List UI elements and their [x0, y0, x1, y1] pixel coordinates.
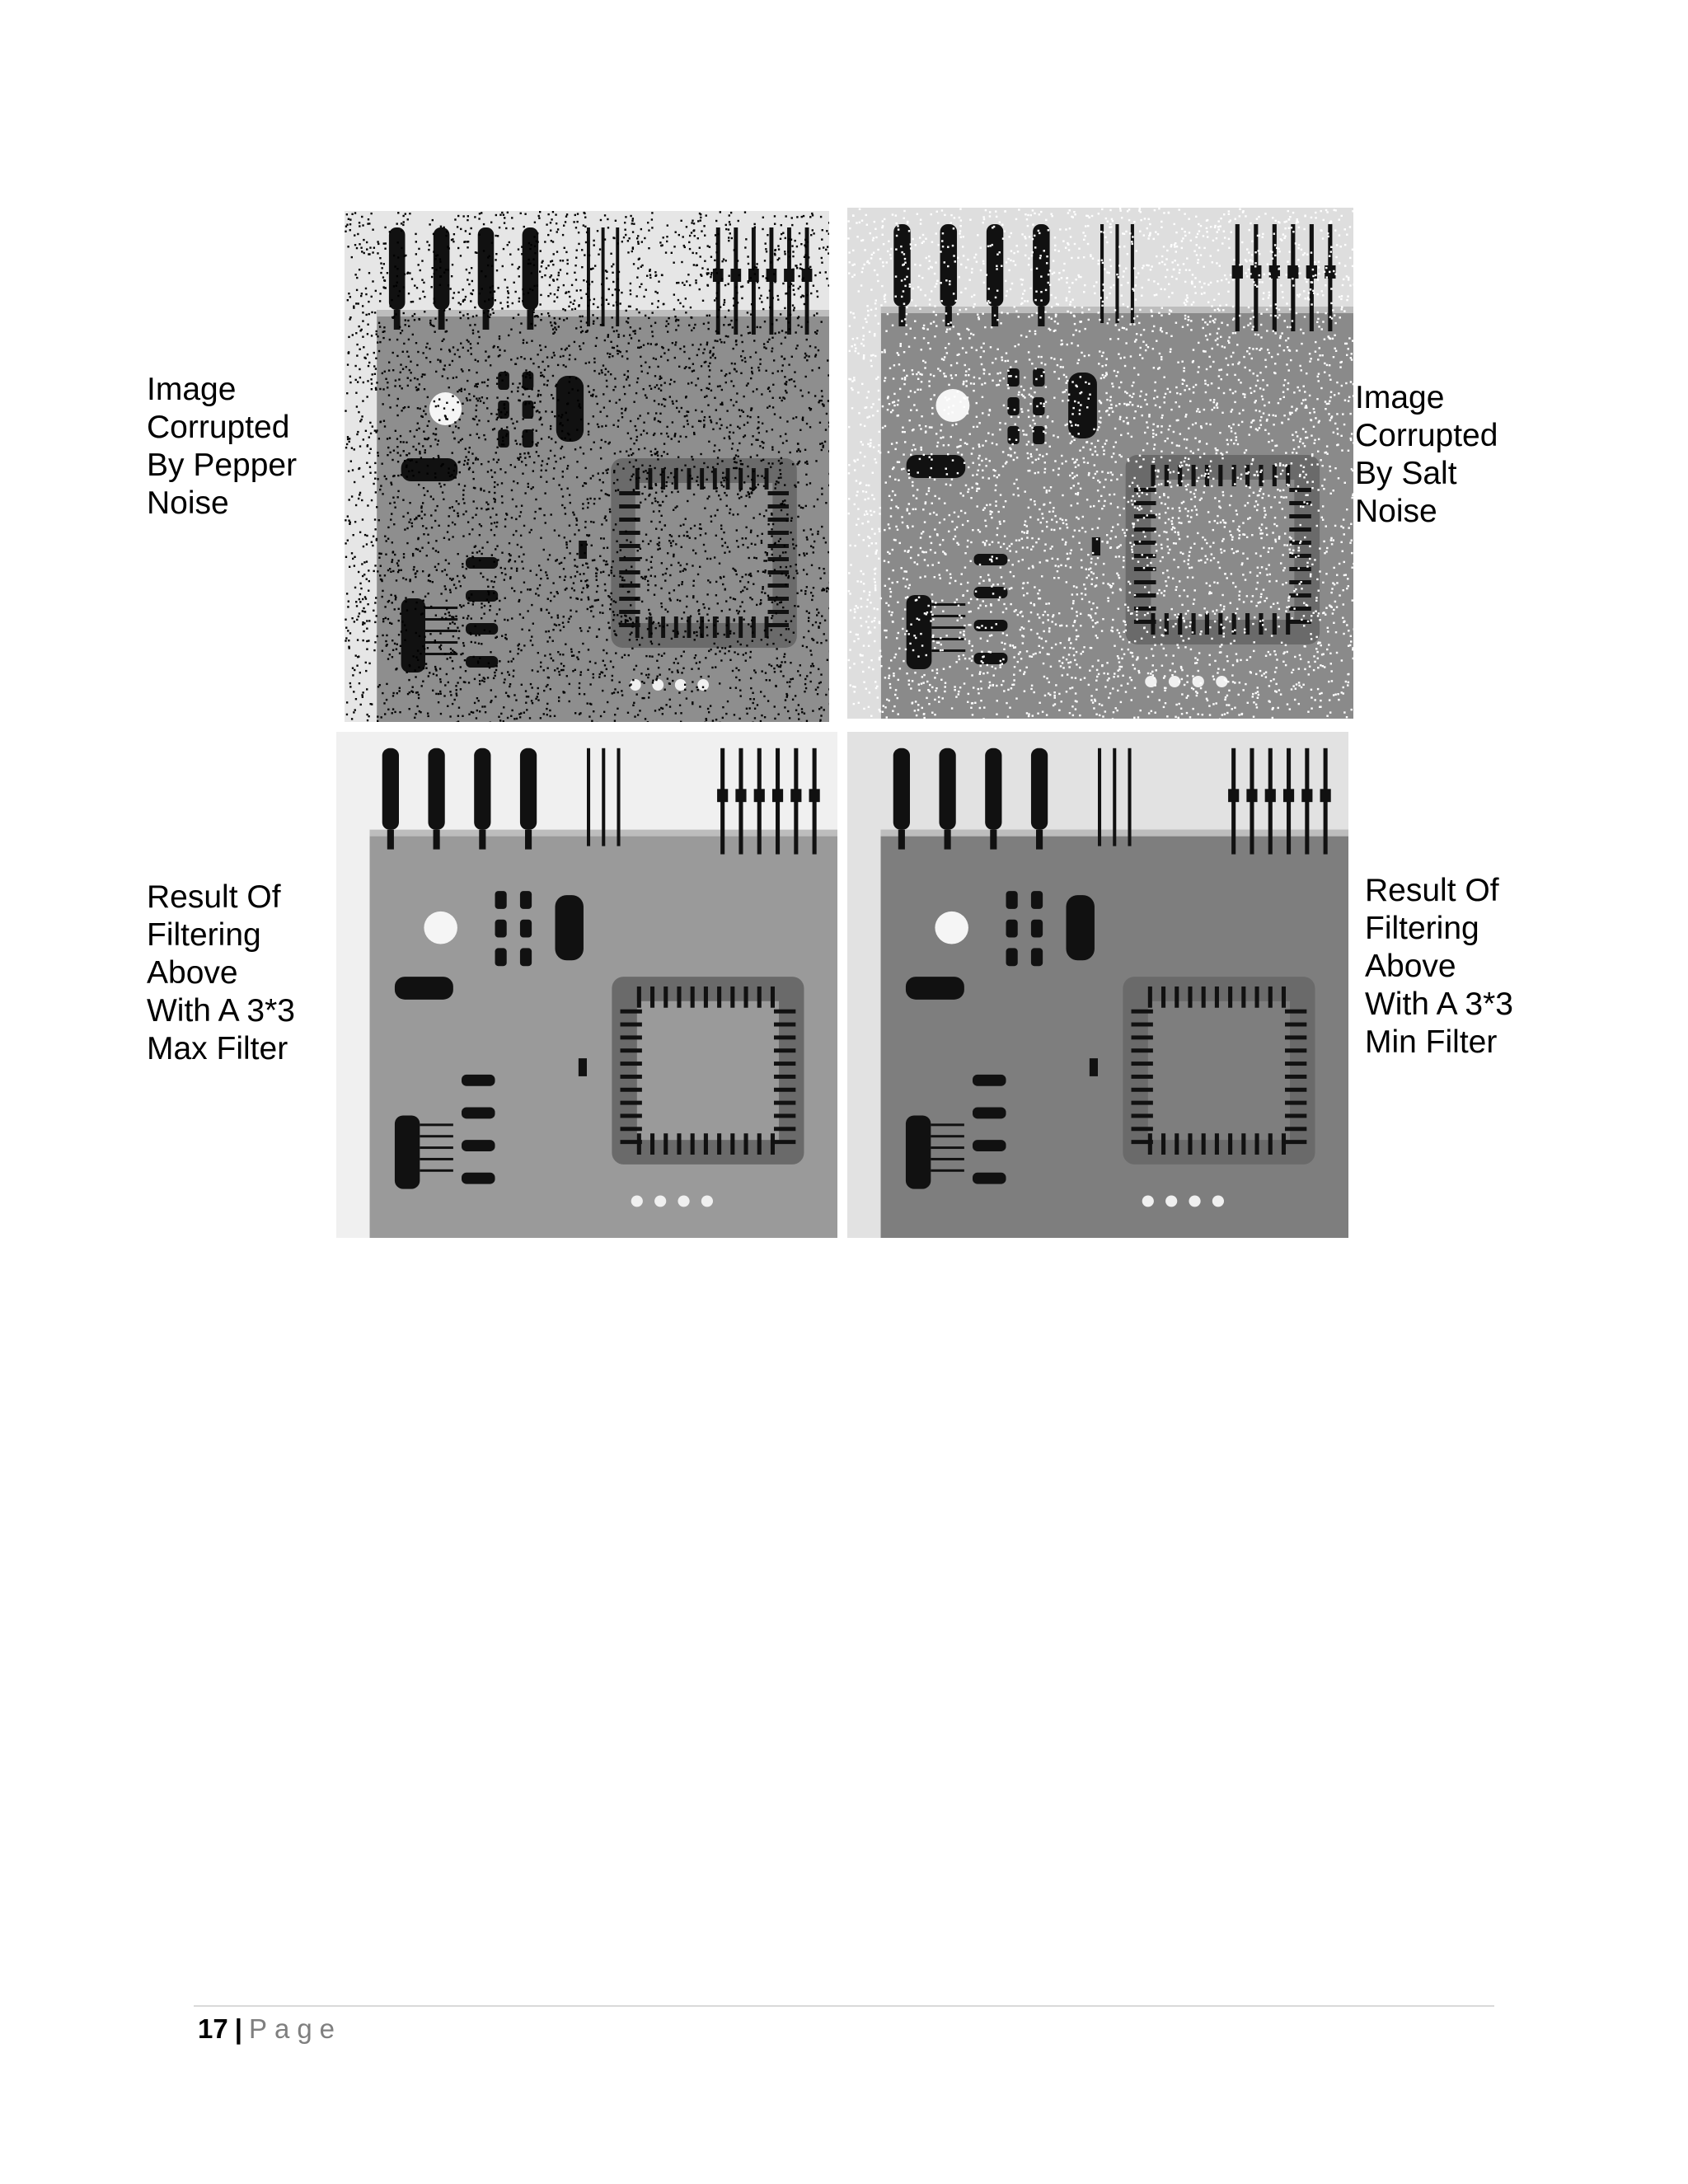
caption-salt-noise: Image Corrupted By Salt Noise — [1355, 380, 1498, 529]
image-max-filtered — [336, 732, 837, 1238]
caption-max-filter: Result Of Filtering Above With A 3*3 Max… — [147, 879, 295, 1066]
image-min-filtered — [847, 732, 1348, 1238]
page-label: Page — [248, 2013, 343, 2044]
footer-separator: | — [234, 2013, 242, 2044]
page-number: 17 — [198, 2013, 228, 2044]
caption-min-filter: Result Of Filtering Above With A 3*3 Min… — [1365, 873, 1513, 1060]
caption-pepper-noise: Image Corrupted By Pepper Noise — [147, 372, 298, 521]
page-footer: 17|Page — [198, 2009, 342, 2049]
image-pepper-noise — [345, 211, 829, 722]
image-salt-noise — [847, 208, 1353, 719]
footer-divider — [194, 2005, 1494, 2007]
